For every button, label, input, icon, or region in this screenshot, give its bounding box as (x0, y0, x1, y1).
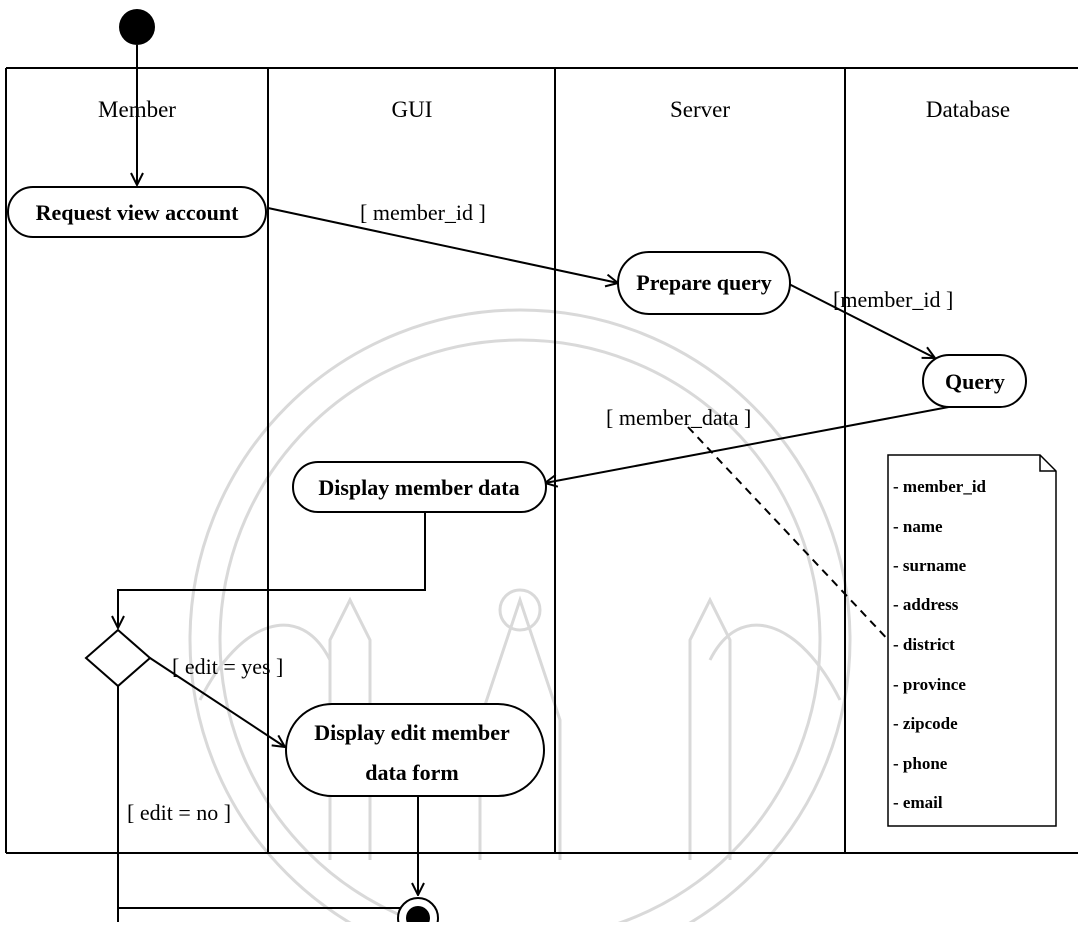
note-field: - district (893, 635, 955, 654)
note-field: - phone (893, 754, 948, 773)
flow-decision-edit-yes (149, 657, 285, 747)
activity-label: Prepare query (636, 270, 771, 295)
activity-display-member-data: Display member data (292, 461, 547, 513)
guard-edit-yes: [ edit = yes ] (172, 654, 283, 679)
flow-prepare-to-query (784, 281, 935, 358)
activity-label-line2: data form (365, 760, 458, 785)
note-field: - zipcode (893, 714, 958, 733)
activity-request-view-account: Request view account (7, 186, 267, 238)
lane-title-server: Server (670, 97, 730, 122)
guard-edit-no: [ edit = no ] (127, 800, 231, 825)
note-field: - surname (893, 556, 967, 575)
activity-label-line1: Display edit member (314, 720, 510, 745)
activity-display-edit-form: Display edit member data form (285, 703, 545, 797)
flow-query-to-display (545, 402, 971, 483)
decision-node (84, 628, 152, 688)
note-anchor-line (687, 426, 894, 646)
guard-member-data: [ member_data ] (606, 405, 751, 430)
note-member-fields: - member_id - name - surname - address -… (887, 454, 1057, 827)
lane-title-database: Database (926, 97, 1010, 122)
final-node (397, 897, 439, 927)
watermark-emblem (188, 308, 852, 927)
flow-request-to-prepare (267, 207, 618, 283)
guard-member-id-2: [member_id ] (833, 287, 953, 312)
activity-prepare-query: Prepare query (617, 251, 791, 315)
activity-label: Display member data (318, 475, 519, 500)
flow-display-to-decision (118, 508, 426, 628)
control-flows (118, 45, 971, 922)
note-field: - member_id (893, 477, 987, 496)
activity-label: Query (945, 369, 1005, 394)
lane-title-gui: GUI (392, 97, 433, 122)
initial-node (119, 9, 155, 45)
guard-member-id-1: [ member_id ] (360, 200, 486, 225)
note-field: - address (893, 595, 959, 614)
note-field: - email (893, 793, 943, 812)
swimlane-frame (5, 67, 1078, 854)
activity-label: Request view account (36, 200, 240, 225)
note-field: - name (893, 517, 943, 536)
activity-query: Query (922, 354, 1027, 408)
note-field: - province (893, 675, 966, 694)
